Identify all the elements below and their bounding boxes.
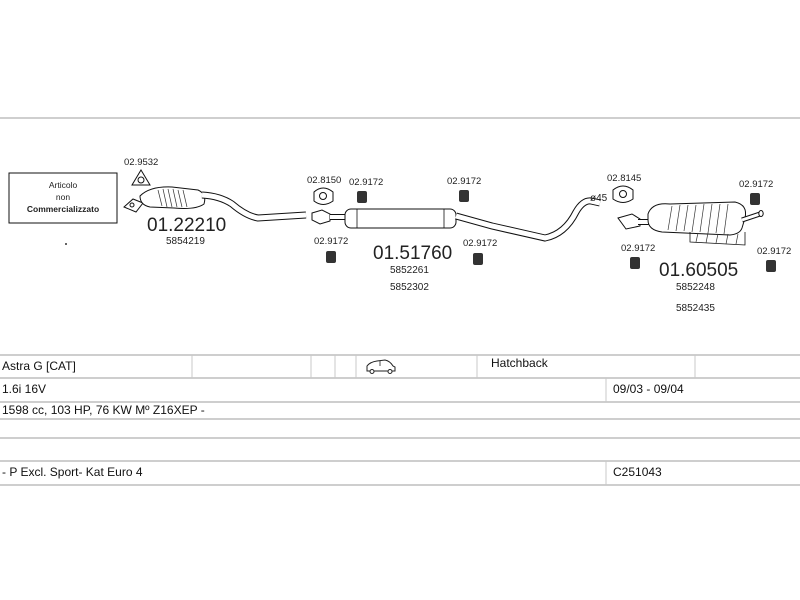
rear-hanger-code: 02.8145	[607, 173, 641, 184]
mid-hanger[interactable]: 02.8150	[307, 175, 341, 205]
rear-silencer-oem-1: 5852248	[676, 282, 715, 293]
middle-silencer-code: 01.51760	[373, 243, 452, 264]
not-sold-note: Articolo non Commercializzato	[8, 172, 118, 224]
rear-clamp-bottom-right-code: 02.9172	[757, 246, 791, 257]
mid-clamp-bottom-a[interactable]: 02.9172	[314, 236, 348, 263]
front-pipe-oem-1: 5854219	[166, 236, 205, 247]
dot-mark	[65, 243, 67, 245]
vehicle-years: 09/03 - 09/04	[613, 382, 684, 396]
mid-clamp-top-a[interactable]: 02.9172	[349, 177, 383, 203]
vehicle-spec: 1598 cc, 103 HP, 76 KW Mº Z16XEP -	[2, 403, 205, 417]
front-pipe-gasket[interactable]: 02.9532	[124, 157, 158, 186]
mid-clamp-top-a-code: 02.9172	[349, 177, 383, 188]
rear-clamp-top-right-code: 02.9172	[739, 179, 773, 190]
mid-clamp-top-b[interactable]: 02.9172	[447, 176, 481, 202]
catalog-code: C251043	[613, 465, 662, 479]
vehicle-engine: 1.6i 16V	[2, 382, 46, 396]
vehicle-body-type: Hatchback	[491, 356, 549, 370]
rear-hanger[interactable]: 02.8145	[607, 173, 641, 203]
vehicle-model: Astra G [CAT]	[2, 359, 76, 373]
note-line-2: non	[56, 192, 70, 202]
mid-clamp-bottom-b[interactable]: 02.9172	[463, 238, 497, 265]
hatchback-car-icon	[366, 359, 396, 374]
note-line-1: Articolo	[49, 180, 78, 190]
middle-silencer-oem-1: 5852261	[390, 265, 429, 276]
front-pipe-code: 01.22210	[147, 215, 226, 236]
middle-silencer-oem-2: 5852302	[390, 282, 429, 293]
rear-clamp-left-code: 02.9172	[621, 243, 655, 254]
rear-silencer-oem-2: 5852435	[676, 303, 715, 314]
note-line-3: Commercializzato	[27, 204, 99, 214]
rear-silencer[interactable]	[617, 201, 764, 246]
rear-clamp-bottom-right[interactable]: 02.9172	[757, 246, 791, 272]
rear-clamp-left[interactable]: 02.9172	[621, 243, 655, 269]
mid-clamp-bottom-b-code: 02.9172	[463, 238, 497, 249]
middle-silencer[interactable]	[311, 197, 601, 242]
vehicle-info-table: Astra G [CAT] Hatchback 1.6i 16V 09/03 -…	[0, 354, 800, 486]
rear-clamp-top-right[interactable]: 02.9172	[739, 179, 773, 205]
mid-clamp-top-b-code: 02.9172	[447, 176, 481, 187]
front-pipe[interactable]	[123, 186, 307, 222]
vehicle-notes: - P Excl. Sport- Kat Euro 4	[2, 465, 143, 479]
mid-clamp-bottom-a-code: 02.9172	[314, 236, 348, 247]
pipe-diameter-label: ø45	[590, 193, 608, 204]
gasket-front-code: 02.9532	[124, 157, 158, 168]
mid-hanger-code: 02.8150	[307, 175, 341, 186]
rear-silencer-code: 01.60505	[659, 260, 738, 281]
